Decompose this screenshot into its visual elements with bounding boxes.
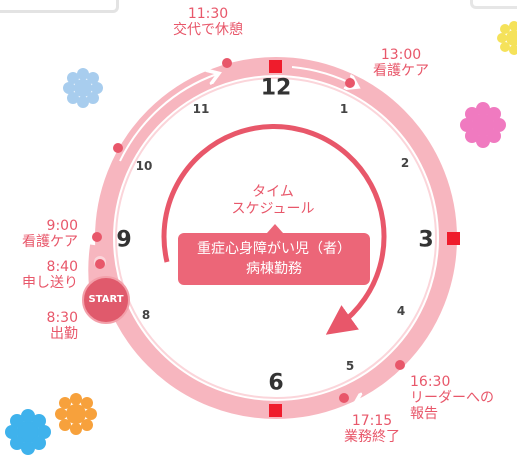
dot-1630 xyxy=(395,360,405,370)
flower-blue-decoration xyxy=(63,68,103,108)
event-1130-text: 交代で休憩 xyxy=(173,22,243,38)
event-830-label: 8:30 出勤 xyxy=(4,310,78,342)
start-badge: START xyxy=(82,276,130,324)
event-830-text: 出勤 xyxy=(50,326,78,342)
marker-12 xyxy=(269,60,282,73)
dot-1130 xyxy=(222,58,232,68)
event-1715-label: 17:15 業務終了 xyxy=(322,413,422,445)
schedule-title-line2: スケジュール xyxy=(231,201,315,217)
event-1715-time: 17:15 xyxy=(351,413,393,429)
top-left-card-edge xyxy=(0,0,119,13)
dot-1715 xyxy=(339,393,349,403)
flower-orange-decoration xyxy=(55,393,97,435)
event-840-text: 申し送り xyxy=(22,275,78,291)
schedule-arc xyxy=(161,124,387,335)
event-1630-time: 16:30 xyxy=(410,374,451,390)
event-1300-time: 13:00 xyxy=(380,47,422,63)
clock-hour-8: 8 xyxy=(141,308,151,322)
event-1130-label: 11:30 交代で休憩 xyxy=(154,6,262,38)
dot-900 xyxy=(92,232,102,242)
flow-arrow-top xyxy=(119,74,217,162)
clock-ring-inner-line xyxy=(115,77,437,399)
schedule-title: タイム スケジュール xyxy=(231,184,314,218)
dot-1000 xyxy=(113,143,123,153)
flower-yellow-decoration xyxy=(497,21,517,55)
event-900-text: 看護ケア xyxy=(22,234,78,250)
event-1300-label: 13:00 看護ケア xyxy=(356,47,446,79)
event-830-time: 8:30 xyxy=(46,310,78,326)
clock-hour-5: 5 xyxy=(345,359,355,373)
clock-hour-6: 6 xyxy=(268,370,284,396)
event-900-label: 9:00 看護ケア xyxy=(4,218,78,250)
event-900-time: 9:00 xyxy=(46,218,78,234)
event-1130-time: 11:30 xyxy=(187,6,229,22)
clock-hour-11: 11 xyxy=(192,102,210,116)
schedule-title-line1: タイム xyxy=(252,184,294,200)
flow-arrow-bottom-right xyxy=(356,364,409,404)
dot-1300 xyxy=(345,78,355,88)
event-1630-label: 16:30 リーダーへの 報告 xyxy=(410,374,514,422)
dot-840 xyxy=(95,259,105,269)
event-840-label: 8:40 申し送り xyxy=(4,259,78,291)
clock-hour-1: 1 xyxy=(339,102,349,116)
event-840-time: 8:40 xyxy=(46,259,78,275)
event-1300-text: 看護ケア xyxy=(373,63,429,79)
ward-line2: 病棟勤務 xyxy=(246,261,302,277)
event-1630-text-1: リーダーへの xyxy=(410,390,494,406)
clock-hour-3: 3 xyxy=(418,227,434,253)
clock-hour-2: 2 xyxy=(400,156,410,170)
flower-magenta-decoration xyxy=(460,102,506,148)
ward-bubble: 重症心身障がい児（者） 病棟勤務 xyxy=(178,224,370,285)
top-right-card-edge xyxy=(470,0,517,9)
marker-3 xyxy=(447,232,460,245)
clock-hour-12: 12 xyxy=(260,75,292,101)
clock-hour-10: 10 xyxy=(135,159,153,173)
marker-6 xyxy=(269,404,282,417)
event-1715-text: 業務終了 xyxy=(344,429,400,445)
event-1630-text-2: 報告 xyxy=(410,406,438,422)
clock-hour-9: 9 xyxy=(116,227,132,253)
clock-hour-4: 4 xyxy=(396,304,406,318)
ward-line1: 重症心身障がい児（者） xyxy=(197,241,351,257)
flower-cyan-decoration xyxy=(5,409,51,455)
